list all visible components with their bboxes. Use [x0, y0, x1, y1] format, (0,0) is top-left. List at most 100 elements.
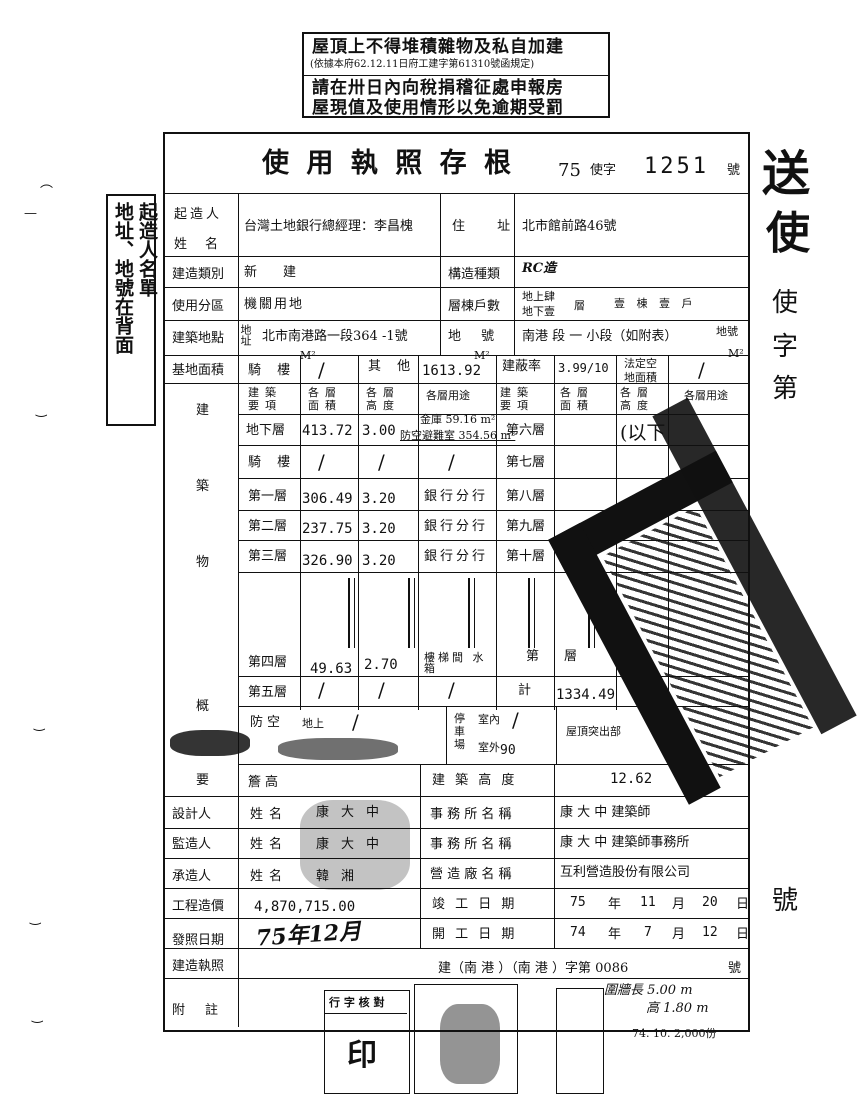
floor-4-area: 49.63 — [310, 661, 353, 677]
floor-2-use: 銀行分行 — [424, 519, 489, 534]
floor-4-height: 2.70 — [364, 657, 398, 673]
contractor-firm-label: 營 造 廠 名 稱 — [430, 867, 512, 882]
floor-3-label: 第三層 — [248, 549, 288, 564]
floor-1-use: 銀行分行 — [424, 489, 489, 504]
floor-extra-label: 第 層 — [526, 649, 584, 664]
floor-2-height: 3.20 — [362, 521, 396, 537]
floor-2-label: 第二層 — [248, 519, 288, 534]
builder-address: 北市館前路46號 — [522, 219, 617, 234]
section-label-1: 建 — [196, 403, 210, 418]
margin-mark: ‿ — [36, 403, 47, 418]
floors-unit: 層 — [574, 299, 585, 312]
permit-year: 75 — [558, 160, 581, 181]
done-day: 20 — [702, 895, 718, 910]
slash: / — [512, 708, 519, 732]
start-day: 12 — [702, 925, 718, 940]
eave-label: 簷高 — [248, 775, 283, 790]
wall-length: 圍牆長 5.00 m — [604, 983, 693, 998]
lot-suffix: 地號 — [716, 325, 738, 338]
right-margin-char-3: 使 — [772, 288, 799, 318]
margin-mark: ‿ — [34, 717, 45, 732]
floor-8-label: 第八層 — [506, 489, 546, 504]
contractor-name: 韓湘 — [316, 869, 367, 884]
floor-9-label: 第九層 — [506, 519, 546, 534]
slash: / — [318, 678, 325, 702]
buildings-count: 壹 棟 壹 戶 — [614, 297, 697, 310]
margin-mark: ‿ — [32, 1009, 43, 1024]
roof-label: 屋頂突出部 — [566, 725, 621, 738]
cost-label: 工程造價 — [172, 899, 225, 914]
done-month: 11 — [640, 895, 656, 910]
build-type-value: 新 建 — [244, 265, 297, 280]
start-day-unit: 日 — [736, 927, 750, 942]
hdr-area-left: 各層面積 — [308, 386, 342, 412]
hdr-height-left: 各層高度 — [366, 386, 400, 412]
supervisor-office: 康 大 中 建築師事務所 — [560, 835, 690, 850]
use-zone-label: 使用分區 — [172, 299, 225, 314]
floor-6-label: 第六層 — [506, 423, 546, 438]
builder-address-label: 住 址 — [452, 219, 525, 234]
supervisor-name-label: 姓名 — [250, 837, 289, 852]
supervisor-name: 康大中 — [316, 837, 392, 852]
parking-outdoor: 室外 — [478, 741, 500, 754]
hdr-use-left: 各層用途 — [426, 389, 470, 402]
floors-below: 地下壹 — [522, 305, 555, 318]
done-month-unit: 月 — [672, 897, 686, 912]
review-label: 行 字 核 對 — [329, 996, 385, 1009]
hdr-use-right: 各層用途 — [684, 389, 728, 402]
lot-value: 南港 段 一 小段（如附表） — [522, 329, 678, 344]
designer-name: 康大中 — [316, 805, 392, 820]
notice-line-3: 請在卅日內向稅捐稽征處申報房 — [312, 78, 564, 98]
permit-label: 建造執照 — [172, 959, 225, 974]
permit-row-suffix: 號 — [728, 961, 742, 976]
basement-use-1: 金庫 59.16 m² — [420, 413, 496, 426]
designer-office-label: 事 務 所 名 稱 — [430, 807, 512, 822]
arcade-label: 騎 樓 — [248, 363, 297, 378]
floor-3-area: 326.90 — [302, 553, 353, 569]
basement-use-2: 防空避難室 354.56 m² — [400, 429, 516, 442]
floor-4-use: 樓梯間 水箱 — [424, 651, 487, 675]
shelter-label: 防空 — [250, 715, 285, 730]
floor-2-area: 237.75 — [302, 521, 353, 537]
issue-handwritten: 75年12月 — [255, 918, 363, 952]
other-unit: M² — [474, 349, 490, 362]
slash: / — [352, 710, 359, 734]
ink-blot — [170, 730, 250, 756]
builder-name: 台灣土地銀行總經理：李昌槐 — [244, 219, 414, 234]
slash: / — [448, 678, 455, 702]
floors-above: 地上肆 — [522, 290, 555, 303]
notice-line-1: 屋頂上不得堆積雜物及私自加建 — [312, 37, 564, 57]
site-address-tag: 地址 — [239, 324, 252, 346]
slash: / — [448, 450, 455, 474]
lot-label: 地 號 — [448, 329, 503, 344]
floor-4-label: 第四層 — [248, 655, 288, 670]
total-area: 1334.49 — [556, 687, 616, 703]
building-height-label: 建 築 高 度 — [432, 773, 518, 788]
side-stamp-line-2: 地址、地號在背面 — [112, 202, 134, 354]
signature-stamp — [414, 984, 518, 1094]
section-label-5: 要 — [196, 773, 210, 788]
scan-streaks — [340, 578, 620, 648]
supervisor-label: 監造人 — [172, 837, 212, 852]
contractor-label: 承造人 — [172, 869, 212, 884]
builder-label-1: 起造人 — [174, 207, 223, 222]
floor-1-area: 306.49 — [302, 491, 353, 507]
floor-3-use: 銀行分行 — [424, 549, 489, 564]
section-label-3: 物 — [196, 555, 210, 570]
parking-label: 停車場 — [454, 712, 465, 751]
structure-label: 構造種類 — [448, 267, 501, 282]
permit-word: 使字 — [590, 163, 617, 178]
hdr-height-right: 各層高度 — [620, 386, 654, 412]
right-margin-char-6: 號 — [772, 886, 799, 916]
start-month-unit: 月 — [672, 927, 686, 942]
permit-suffix: 號 — [727, 163, 741, 178]
below-note: (以下 — [620, 422, 666, 444]
start-year-unit: 年 — [608, 927, 622, 942]
floor-3-height: 3.20 — [362, 553, 396, 569]
start-year: 74 — [570, 925, 586, 940]
margin-mark: ⌒ — [40, 185, 54, 200]
done-year: 75 — [570, 895, 586, 910]
floor-5-label: 第五層 — [248, 685, 288, 700]
hdr-item-right: 建築要項 — [500, 386, 534, 412]
structure-value: RC造 — [522, 261, 557, 276]
